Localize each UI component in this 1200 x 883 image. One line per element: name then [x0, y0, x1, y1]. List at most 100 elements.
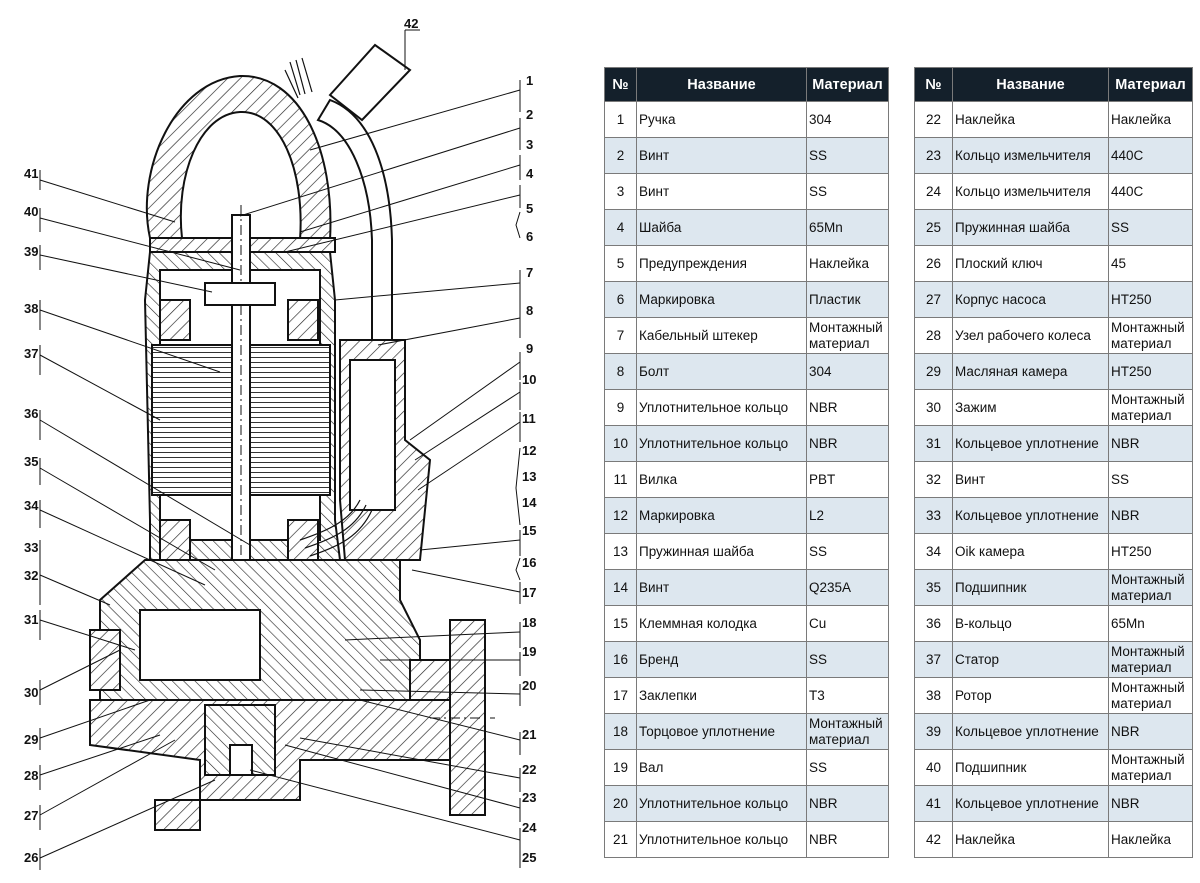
cell-num: 35 [914, 569, 953, 606]
callout-36: 36 [24, 406, 38, 421]
callout-6: 6 [526, 229, 533, 244]
cell-name: Уплотнительное кольцо [636, 785, 807, 822]
cell-name: Кольцо измельчителя [952, 137, 1109, 174]
pump-cross-section-diagram: 42 1 2 3 4 5 6 7 8 9 10 11 12 13 14 15 1… [24, 16, 537, 870]
cell-material: Наклейка [1108, 101, 1193, 138]
cell-num: 23 [914, 137, 953, 174]
cell-num: 9 [604, 389, 637, 426]
cell-name: Бренд [636, 641, 807, 678]
cell-name: Кольцо измельчителя [952, 173, 1109, 210]
cell-material: Наклейка [806, 245, 889, 282]
table-header-row: № Название Материал [604, 67, 889, 102]
cell-material: SS [806, 533, 889, 570]
callout-16: 16 [522, 555, 536, 570]
cell-name: Винт [636, 569, 807, 606]
cell-name: Винт [636, 137, 807, 174]
cell-num: 40 [914, 749, 953, 786]
cell-material: HT250 [1108, 353, 1193, 390]
callout-13: 13 [522, 469, 536, 484]
callout-35: 35 [24, 454, 38, 469]
cell-num: 20 [604, 785, 637, 822]
cell-num: 16 [604, 641, 637, 678]
cell-material: Монтажный материал [1108, 389, 1193, 426]
cell-name: Болт [636, 353, 807, 390]
cell-name: Уплотнительное кольцо [636, 821, 807, 858]
cell-num: 15 [604, 605, 637, 642]
cell-name: Корпус насоса [952, 281, 1109, 318]
cell-material: 65Mn [1108, 605, 1193, 642]
header-material: Материал [806, 67, 889, 102]
cell-num: 12 [604, 497, 637, 534]
callout-32: 32 [24, 568, 38, 583]
callout-30: 30 [24, 685, 38, 700]
callout-18: 18 [522, 615, 536, 630]
cell-num: 34 [914, 533, 953, 570]
cell-material: Монтажный материал [1108, 641, 1193, 678]
cell-name: B-кольцо [952, 605, 1109, 642]
cell-num: 11 [604, 461, 637, 498]
callout-34: 34 [24, 498, 39, 513]
callout-12: 12 [522, 443, 536, 458]
callout-25: 25 [522, 850, 536, 865]
header-num: № [604, 67, 637, 102]
cell-material: 65Mn [806, 209, 889, 246]
cell-name: Уплотнительное кольцо [636, 389, 807, 426]
cell-material: Пластик [806, 281, 889, 318]
cell-name: Кольцевое уплотнение [952, 785, 1109, 822]
cell-material: NBR [806, 821, 889, 858]
cell-num: 14 [604, 569, 637, 606]
cell-material: HT250 [1108, 533, 1193, 570]
cell-num: 19 [604, 749, 637, 786]
cell-material: NBR [806, 389, 889, 426]
callout-11: 11 [522, 411, 536, 426]
cell-name: Oik камера [952, 533, 1109, 570]
cell-material: Cu [806, 605, 889, 642]
pump-drawing [89, 43, 495, 831]
cell-material: Q235A [806, 569, 889, 606]
cell-num: 24 [914, 173, 953, 210]
cell-num: 3 [604, 173, 637, 210]
cell-name: Маркировка [636, 497, 807, 534]
cell-material: L2 [806, 497, 889, 534]
callout-38: 38 [24, 301, 38, 316]
cell-num: 7 [604, 317, 637, 354]
cell-name: Маркировка [636, 281, 807, 318]
cell-material: PBT [806, 461, 889, 498]
cell-name: Узел рабочего колеса [952, 317, 1109, 354]
cell-name: Заклепки [636, 677, 807, 714]
cell-num: 31 [914, 425, 953, 462]
callout-42: 42 [404, 16, 418, 31]
cell-num: 17 [604, 677, 637, 714]
callout-numbers: 42 1 2 3 4 5 6 7 8 9 10 11 12 13 14 15 1… [24, 16, 537, 865]
cell-name: Пружинная шайба [636, 533, 807, 570]
cell-num: 13 [604, 533, 637, 570]
callout-40: 40 [24, 204, 38, 219]
callout-26: 26 [24, 850, 38, 865]
cell-material: 304 [806, 101, 889, 138]
callout-27: 27 [24, 808, 38, 823]
header-name: Название [952, 67, 1109, 102]
